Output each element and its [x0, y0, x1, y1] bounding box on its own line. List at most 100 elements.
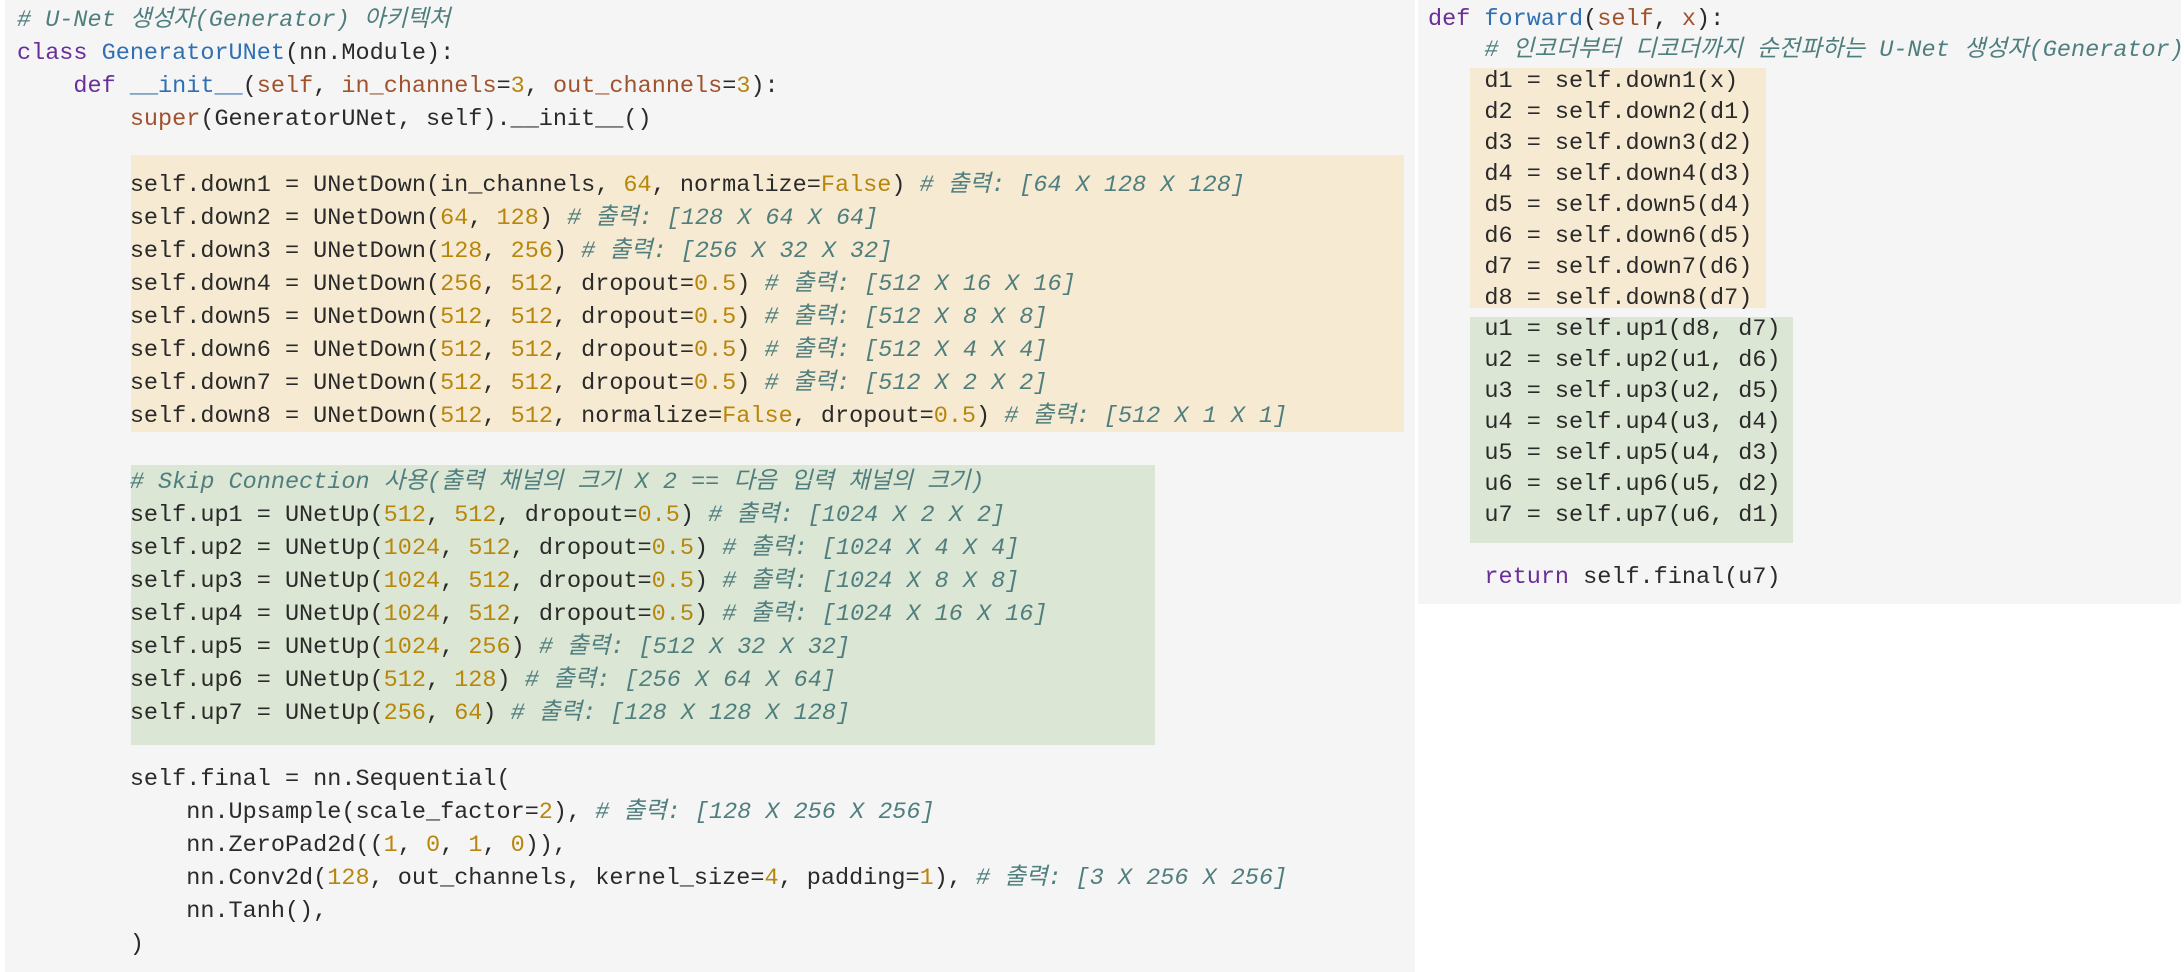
- code-token: 512: [510, 403, 553, 430]
- code-indent: [1428, 409, 1484, 436]
- code-comment: # Skip Connection 사용(출력 채널의 크기 X 2 == 다음…: [129, 469, 985, 496]
- code-line: self.up7 = UNetUp(256, 64) # 출력: [128 X …: [17, 697, 1287, 730]
- code-token: , dropout=: [552, 271, 694, 298]
- code-token: out_channels: [553, 73, 723, 100]
- code-token: d4 = self.down4(d3): [1484, 161, 1753, 188]
- code-token: __init__: [129, 73, 243, 100]
- code-token: u4 = self.up4(u3, d4): [1484, 409, 1781, 436]
- code-indent: [17, 172, 130, 199]
- code-token: ,: [524, 73, 553, 100]
- code-comment: # 출력: [128 X 256 X 256]: [595, 799, 935, 826]
- code-indent: [17, 370, 130, 397]
- code-token: ): [510, 634, 539, 661]
- code-comment: # U-Net 생성자(Generator) 아키텍처: [17, 7, 451, 34]
- code-token: ): [496, 667, 525, 694]
- code-token: , dropout=: [792, 403, 934, 430]
- code-indent: [1428, 440, 1484, 467]
- encoder-calls-highlight: [1470, 68, 1766, 308]
- code-line: u2 = self.up2(u1, d6): [1428, 345, 2184, 376]
- code-token: 512: [383, 667, 426, 694]
- code-token: ,: [313, 73, 342, 100]
- code-token: in_channels: [341, 73, 497, 100]
- code-line: u4 = self.up4(u3, d4): [1428, 407, 2184, 438]
- code-token: , dropout=: [510, 568, 652, 595]
- code-token: 1024: [383, 601, 441, 628]
- code-token: self.up2 = UNetUp(: [129, 535, 384, 562]
- code-token: ,: [397, 832, 426, 859]
- up-layers-highlight: [131, 465, 1155, 745]
- code-token: ): [552, 238, 582, 265]
- code-token: 64: [440, 205, 469, 232]
- code-token: self.up6 = UNetUp(: [129, 667, 384, 694]
- code-indent: [17, 238, 130, 265]
- code-token: 512: [510, 304, 553, 331]
- code-token: 128: [327, 865, 370, 892]
- code-line: self.up6 = UNetUp(512, 128) # 출력: [256 X…: [17, 664, 1287, 697]
- code-comment: # 출력: [512 X 2 X 2]: [764, 370, 1048, 397]
- code-indent: [17, 865, 186, 892]
- code-indent: [17, 535, 130, 562]
- code-token: return: [1484, 564, 1584, 591]
- code-token: nn.Tanh(),: [186, 898, 328, 925]
- code-token: 1024: [383, 568, 441, 595]
- code-line: nn.Conv2d(128, out_channels, kernel_size…: [17, 862, 1287, 895]
- code-line: # U-Net 생성자(Generator) 아키텍처: [17, 4, 1287, 37]
- code-token: self.up1 = UNetUp(: [129, 502, 384, 529]
- decoder-calls-highlight: [1470, 317, 1793, 543]
- code-indent: [1428, 37, 1484, 64]
- code-line: [17, 136, 1287, 169]
- code-indent: [17, 832, 186, 859]
- code-comment: # 출력: [64 X 128 X 128]: [919, 172, 1245, 199]
- code-token: ,: [482, 403, 511, 430]
- code-token: =: [496, 73, 511, 100]
- code-token: 256: [440, 271, 483, 298]
- code-indent: [1428, 254, 1484, 281]
- code-token: , dropout=: [552, 337, 694, 364]
- code-token: ,: [425, 700, 455, 727]
- code-indent: [1428, 99, 1484, 126]
- code-indent: [1428, 223, 1484, 250]
- code-token: 0.5: [933, 403, 977, 430]
- code-token: =: [722, 73, 737, 100]
- code-token: 512: [383, 502, 426, 529]
- code-token: self: [256, 73, 314, 100]
- code-comment: # 출력: [3 X 256 X 256]: [976, 865, 1288, 892]
- code-token: self.down8 = UNetDown(: [129, 403, 441, 430]
- code-token: , dropout=: [510, 535, 652, 562]
- code-comment: # 출력: [512 X 1 X 1]: [1004, 403, 1288, 430]
- code-token: class: [17, 40, 102, 67]
- code-comment: # 출력: [256 X 32 X 32]: [581, 238, 893, 265]
- code-token: self.up7 = UNetUp(: [129, 700, 384, 727]
- code-indent: [1428, 316, 1484, 343]
- code-token: nn.ZeroPad2d((: [186, 832, 384, 859]
- code-token: 0.5: [693, 370, 737, 397]
- code-token: ): [736, 337, 765, 364]
- code-token: 64: [454, 700, 483, 727]
- code-comment: # 출력: [1024 X 16 X 16]: [722, 601, 1048, 628]
- code-token: ,: [440, 832, 469, 859]
- code-token: ,: [1653, 6, 1682, 33]
- code-line: [1428, 531, 2184, 562]
- code-indent: [1428, 502, 1484, 529]
- code-indent: [1428, 471, 1484, 498]
- code-indent: [1428, 192, 1484, 219]
- code-token: 512: [440, 370, 483, 397]
- code-token: , dropout=: [552, 304, 694, 331]
- code-token: 4: [764, 865, 779, 892]
- code-token: 512: [468, 601, 511, 628]
- code-line: d6 = self.down6(d5): [1428, 221, 2184, 252]
- code-token: ): [736, 304, 765, 331]
- code-line: nn.Tanh(),: [17, 895, 1287, 928]
- code-token: , dropout=: [496, 502, 638, 529]
- code-indent: [17, 634, 130, 661]
- code-indent: [17, 403, 130, 430]
- code-token: self.up3 = UNetUp(: [129, 568, 384, 595]
- code-line: nn.Upsample(scale_factor=2), # 출력: [128 …: [17, 796, 1287, 829]
- code-token: , normalize=: [651, 172, 821, 199]
- code-line: d7 = self.down7(d6): [1428, 252, 2184, 283]
- code-token: d6 = self.down6(d5): [1484, 223, 1753, 250]
- code-token: (nn.Module):: [284, 40, 455, 67]
- code-line: d3 = self.down3(d2): [1428, 128, 2184, 159]
- code-comment: # 출력: [512 X 16 X 16]: [764, 271, 1076, 298]
- code-token: 0.5: [651, 601, 694, 628]
